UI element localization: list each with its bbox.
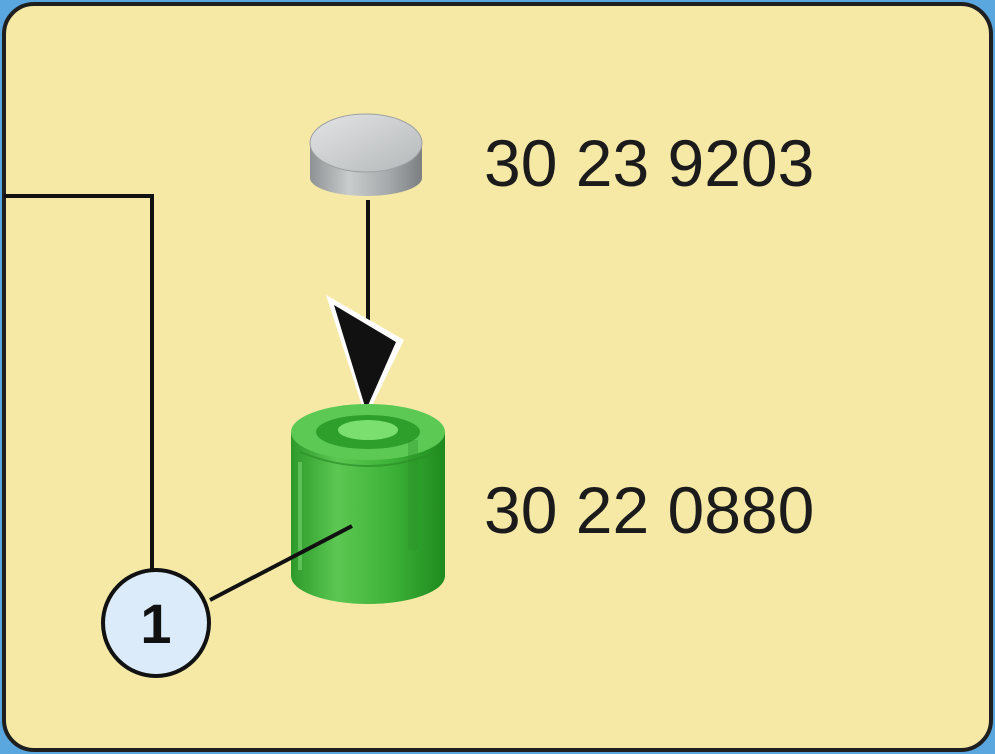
cap-part-icon <box>309 113 423 196</box>
arrow-down-icon <box>326 200 404 418</box>
leader-line-cylinder <box>209 524 353 602</box>
callout-circle <box>101 568 211 678</box>
cylinder-part-icon <box>291 404 445 604</box>
callout-label: 1 <box>140 591 172 655</box>
leader-line-bracket <box>4 194 154 575</box>
part-number-cylinder: 30 22 0880 <box>484 473 815 547</box>
part-number-cap: 30 23 9203 <box>484 126 815 200</box>
